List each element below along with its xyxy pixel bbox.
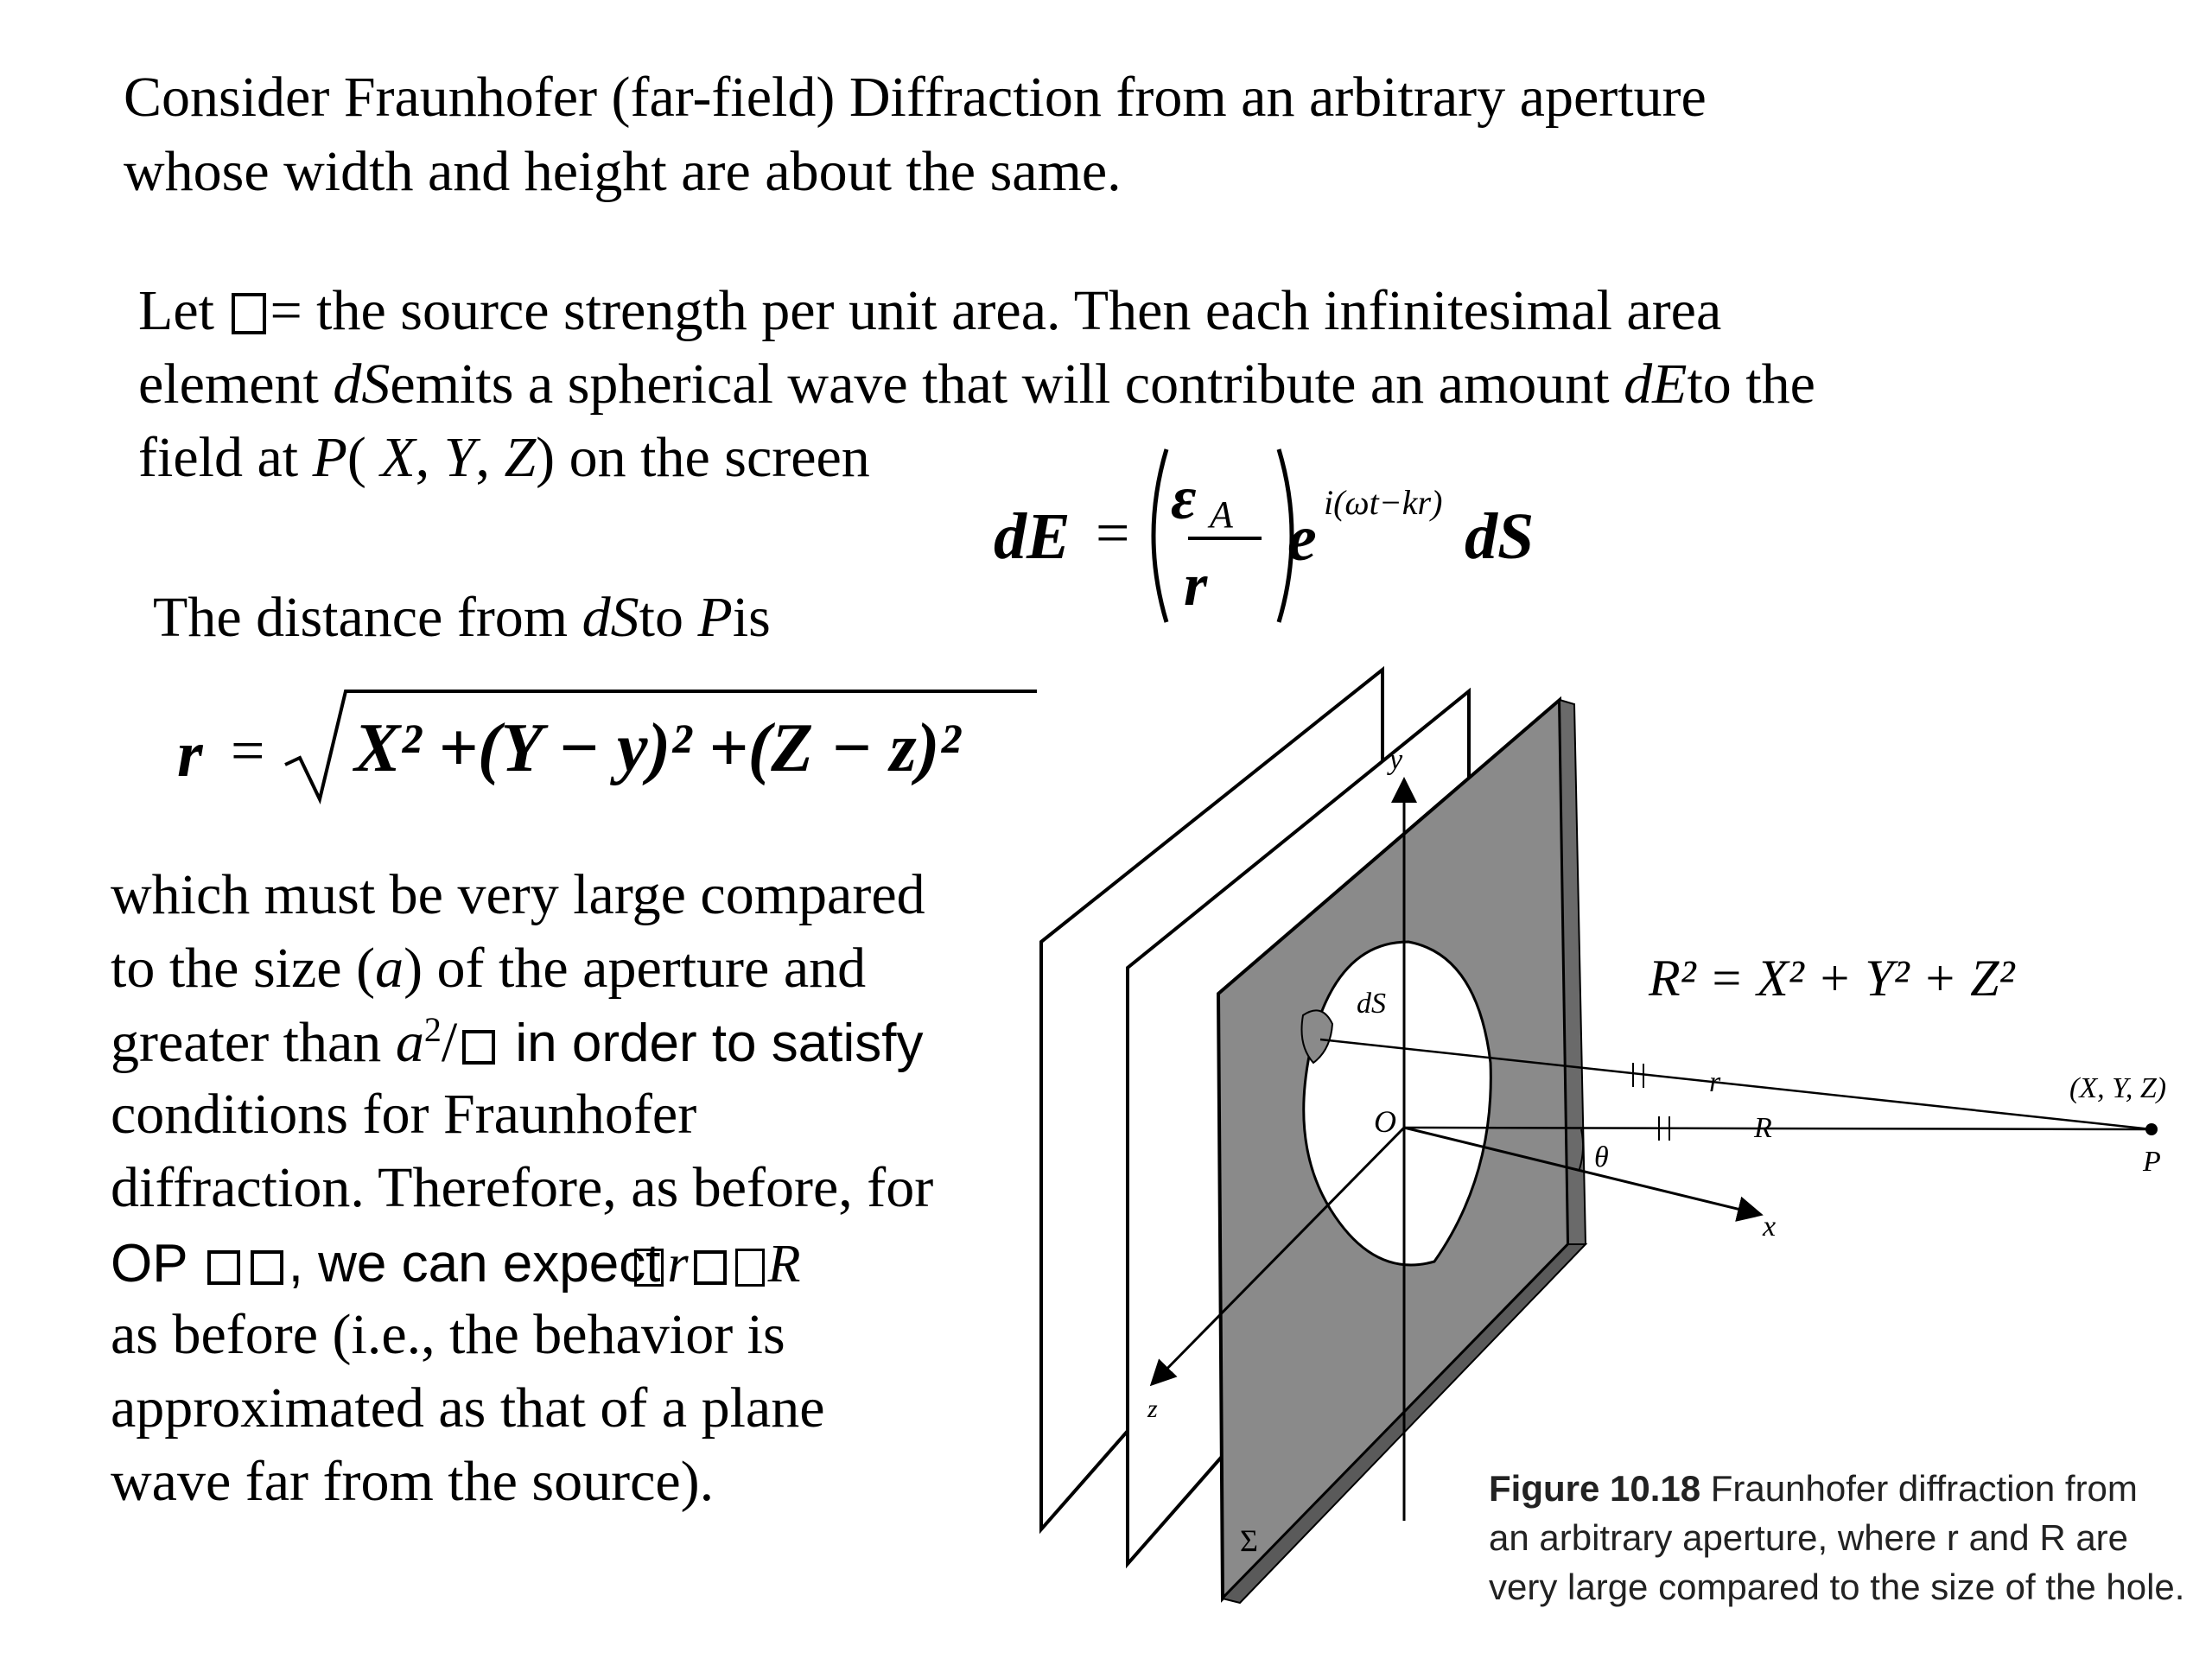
caption-figure-number: Figure 10.18 — [1489, 1468, 1701, 1509]
distance-line: The distance from dSto Pis — [153, 589, 771, 646]
eq-exponent: i(ωt−kr) — [1324, 483, 1443, 522]
text-paren: ( — [346, 426, 381, 489]
text-in-order: in order to satisfy — [500, 1014, 924, 1073]
equation-dE: dE = ε A r e i(ωt−kr) dS — [994, 441, 1555, 639]
eq-dE-lhs: dE — [994, 500, 1071, 573]
missing-symbol-box-4 — [634, 1249, 664, 1287]
label-x: x — [1762, 1211, 1776, 1243]
eq-equals: = — [1096, 500, 1130, 567]
P-symbol: P — [312, 426, 347, 489]
missing-lambda-box — [462, 1030, 496, 1065]
sup-2: 2 — [423, 1010, 442, 1049]
text-expect: , we can expect — [288, 1234, 661, 1294]
x-axis — [1403, 1126, 1764, 1222]
para3-line-7: as before (i.e., the behavior is — [111, 1303, 785, 1366]
r-line — [1319, 1038, 2152, 1131]
text-distance: The distance from — [153, 586, 582, 649]
eq-epsilon: ε — [1171, 463, 1197, 532]
dS-symbol: dS — [333, 353, 391, 416]
text-to-size: to the size ( — [111, 937, 376, 1000]
label-O: O — [1374, 1104, 1396, 1139]
theta-arc — [1579, 1128, 1585, 1170]
label-z: z — [1147, 1395, 1158, 1423]
diffraction-figure: y x z dS O θ r R (X, Y, Z) P Σ R² = X² +… — [1039, 665, 2166, 1605]
R-symbol: R — [767, 1235, 801, 1294]
let-word: Let — [138, 279, 214, 342]
para3-line-3: greater than a2/ in order to satisfy — [111, 1013, 923, 1071]
text-to-the: to the — [1687, 353, 1815, 416]
missing-symbol-box-5 — [693, 1250, 727, 1285]
text-field-at: field at — [138, 426, 313, 489]
figure-caption: Figure 10.18 Fraunhofer diffraction from… — [1489, 1464, 2197, 1611]
missing-symbol-box-6 — [734, 1249, 765, 1287]
eq-r-radicand: X² +(Y − y)² +(Z − z)² — [354, 710, 961, 786]
a-symbol-2: a — [395, 1011, 424, 1074]
Z-symbol: Z — [504, 426, 537, 489]
X-symbol: X — [380, 426, 416, 489]
para3-line-2: to the size (a) of the aperture and — [111, 940, 866, 997]
R-line — [1403, 1126, 2152, 1131]
label-P: P — [2142, 1146, 2161, 1178]
caption-line-1: Fraunhofer diffraction from — [1710, 1468, 2138, 1509]
dE-symbol: dE — [1624, 353, 1688, 416]
text-to: to — [639, 586, 698, 649]
eq-R-squared: R² = X² + Y² + Z² — [1648, 950, 2015, 1007]
text-element: element — [138, 353, 334, 416]
P-symbol-2: P — [697, 586, 733, 649]
slash: / — [441, 1011, 458, 1074]
para3-line-8: approximated as that of a plane — [111, 1376, 825, 1440]
para3-line-1: which must be very large compared — [111, 863, 925, 926]
text-OP: OP — [111, 1234, 202, 1294]
label-r: r — [1709, 1066, 1721, 1098]
z-axis — [1149, 1126, 1406, 1387]
label-theta: θ — [1594, 1141, 1609, 1173]
text-is: is — [732, 586, 771, 649]
missing-symbol-box-3 — [250, 1250, 283, 1285]
para2-line-2: element dSemits a spherical wave that wi… — [138, 356, 1815, 413]
para3-line-9: wave far from the source). — [111, 1450, 715, 1513]
para2-line-1: Let = the source strength per unit area.… — [138, 283, 1721, 340]
label-R: R — [1753, 1112, 1772, 1144]
screen-side — [1558, 698, 1587, 1245]
missing-symbol-box — [232, 293, 267, 334]
r-symbol: r — [667, 1235, 689, 1294]
equation-r: r = X² +(Y − y)² +(Z − z)² — [177, 678, 1041, 808]
text-emits: emits a spherical wave that will contrib… — [390, 353, 1624, 416]
Y-symbol: Y — [443, 426, 476, 489]
eq-epsilon-sub: A — [1210, 493, 1233, 536]
a-symbol: a — [375, 937, 404, 1000]
label-XYZ: (X, Y, Z) — [2069, 1072, 2166, 1104]
point-P — [2145, 1123, 2158, 1135]
text-greater-than: greater than — [111, 1011, 396, 1074]
para3-line-5: diffraction. Therefore, as before, for — [111, 1156, 934, 1219]
dS-patch — [1300, 1009, 1334, 1065]
para2-line-1-rest: = the source strength per unit area. The… — [270, 279, 1722, 342]
caption-line-3: very large compared to the size of the h… — [1489, 1567, 2185, 1607]
para2-line-3: field at P( X, Y, Z) on the screen — [138, 426, 870, 489]
intro-line-2: whose width and height are about the sam… — [124, 140, 1122, 203]
eq-r-lhs: r — [177, 718, 203, 791]
eq-r-denominator: r — [1184, 552, 1208, 619]
paren-fraction — [1151, 448, 1294, 623]
eq-r-equals: = — [231, 718, 265, 785]
caption-line-2: an arbitrary aperture, where r and R are — [1489, 1517, 2129, 1558]
text-of-aperture: ) of the aperture and — [404, 937, 867, 1000]
label-Sigma: Σ — [1240, 1523, 1258, 1558]
eq-e: e — [1287, 502, 1317, 575]
para3-line-4: conditions for Fraunhofer — [111, 1083, 697, 1146]
text-on-screen: ) on the screen — [536, 426, 870, 489]
missing-symbol-box-2 — [207, 1250, 240, 1285]
dS-symbol-2: dS — [582, 586, 639, 649]
intro-line-1: Consider Fraunhofer (far-field) Diffract… — [124, 66, 1707, 129]
label-dS: dS — [1357, 988, 1386, 1020]
eq-dS: dS — [1465, 500, 1535, 573]
aperture-hole — [1302, 940, 1492, 1267]
label-y: y — [1387, 744, 1403, 776]
sqrt-sign — [284, 690, 1037, 804]
